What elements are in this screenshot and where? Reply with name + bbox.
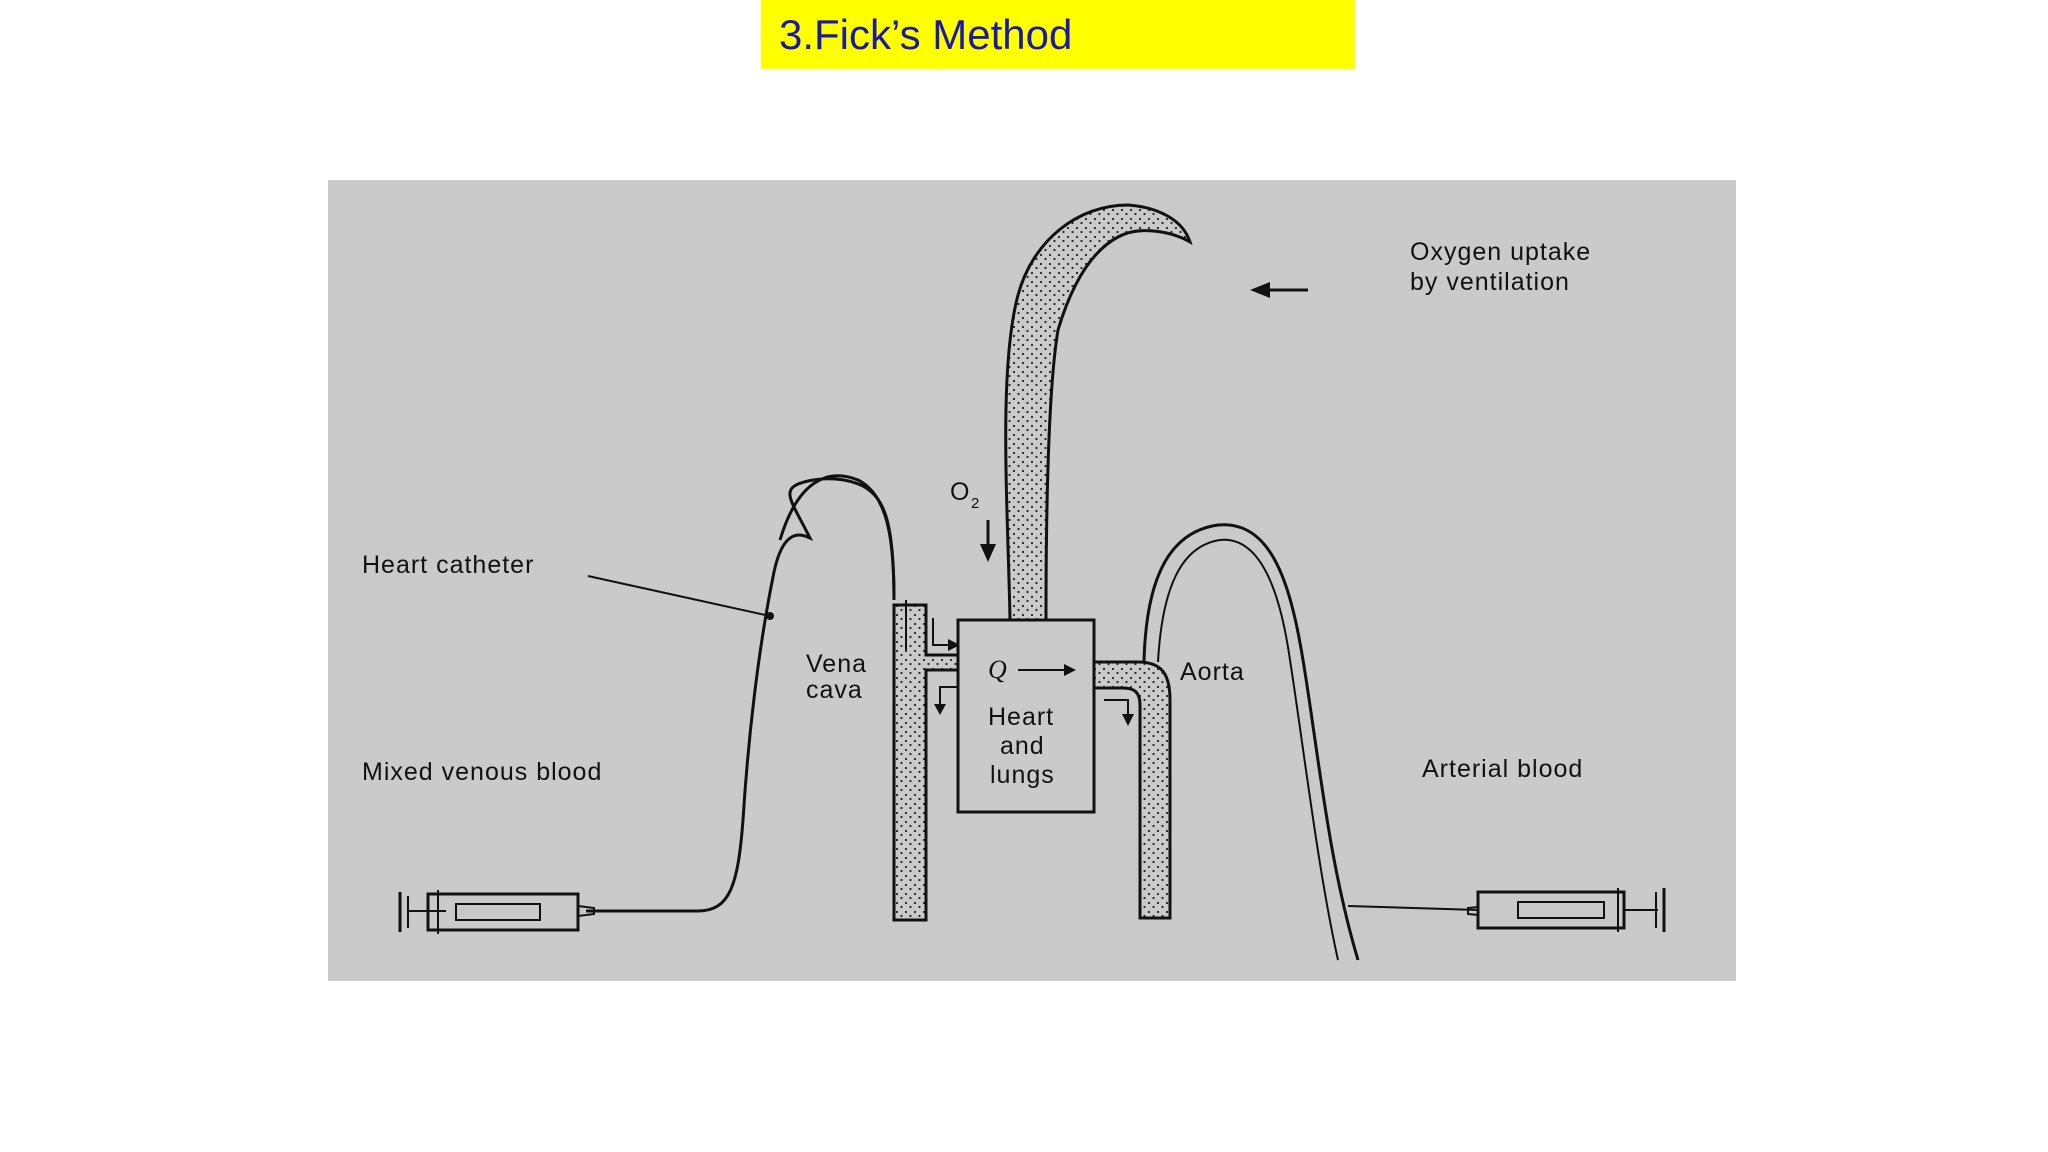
- o2-subscript: 2: [971, 495, 980, 512]
- heart-catheter-line: [586, 477, 896, 913]
- slide-title: 3.Fick’s Method: [761, 0, 1355, 69]
- heart-label-line3: lungs: [990, 761, 1055, 789]
- arterial-blood-label: Arterial blood: [1422, 755, 1583, 783]
- mixed-venous-blood-label: Mixed venous blood: [362, 758, 602, 786]
- right-syringe-icon: [1467, 888, 1666, 932]
- ventilation-arrow-icon: [1250, 282, 1308, 298]
- o2-down-arrow-icon: [980, 520, 996, 562]
- vena-inflow-arrow-icon: [932, 618, 953, 646]
- aorta-vessel: [1092, 660, 1172, 920]
- heart-catheter-label: Heart catheter: [362, 551, 534, 579]
- fick-method-diagram: Oxygen uptake by ventilation O 2 Heart c…: [328, 180, 1736, 981]
- aorta-label: Aorta: [1180, 658, 1245, 686]
- diagram-svg: Oxygen uptake by ventilation O 2 Heart c…: [362, 203, 1666, 961]
- heart-label-line2: and: [1000, 732, 1045, 760]
- vena-cava-label-line2: cava: [806, 676, 863, 704]
- heart-label-line1: Heart: [988, 703, 1054, 731]
- arterial-catheter-line: [1142, 523, 1360, 961]
- aorta-outflow-arrow-icon: [1104, 699, 1129, 720]
- oxygen-uptake-label-line1: Oxygen uptake: [1410, 238, 1591, 266]
- q-symbol: Q: [988, 655, 1007, 684]
- flow-arrow-icon: [1018, 664, 1076, 676]
- oxygen-uptake-label-line2: by ventilation: [1410, 268, 1570, 296]
- heart-catheter-pointer: [587, 575, 771, 617]
- vena-return-arrow-icon: [939, 686, 958, 710]
- left-syringe-icon: [398, 890, 595, 934]
- vena-cava-vessel: [892, 603, 960, 922]
- o2-label: O: [950, 478, 970, 506]
- trachea-tube: [1004, 203, 1193, 622]
- heart-lungs-box: [956, 618, 1096, 814]
- vena-cava-label-line1: Vena: [806, 650, 867, 678]
